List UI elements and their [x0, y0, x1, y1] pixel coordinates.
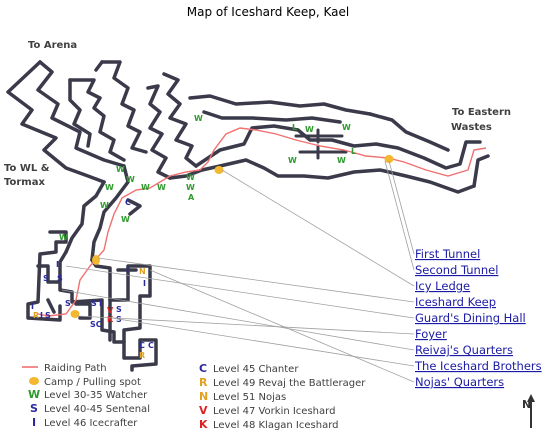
svg-text:W: W [194, 114, 203, 123]
svg-text:W: W [342, 123, 351, 132]
svg-text:W: W [186, 183, 195, 192]
legend-watcher-mark: W [28, 388, 40, 401]
legend-sentenal-mark: S [30, 402, 38, 415]
legend-right: C Level 45 Chanter R Level 49 Revaj the … [199, 362, 366, 431]
legend-vorkin-label: Level 47 Vorkin Iceshard [213, 406, 335, 417]
region-arena: To Arena [28, 40, 77, 51]
svg-text:W: W [105, 183, 114, 192]
compass-arrowhead-icon [527, 394, 535, 402]
svg-text:W: W [157, 183, 166, 192]
location-second-tunnel[interactable]: Second Tunnel [415, 263, 498, 277]
region-wl-line1: To WL & [4, 163, 50, 174]
svg-text:W: W [337, 156, 346, 165]
nojas-marker: N [139, 267, 146, 276]
raiding-path [37, 127, 487, 317]
klagan-marker: K [107, 315, 114, 324]
svg-text:W: W [288, 156, 297, 165]
legend-revaj-label: Level 49 Revaj the Battlerager [213, 378, 366, 389]
svg-text:I: I [143, 279, 146, 288]
camp-foyer [70, 310, 80, 318]
svg-text:S: S [57, 274, 63, 283]
ledge-a-marker: A [188, 193, 195, 202]
leader-lines [61, 160, 415, 383]
svg-text:L: L [292, 123, 297, 132]
legend-camp-label: Camp / Pulling spot [44, 377, 141, 388]
location-nojas-quarters[interactable]: Nojas' Quarters [415, 375, 504, 389]
svg-text:W: W [121, 215, 130, 224]
svg-text:W: W [59, 233, 68, 242]
legend-nojas-mark: N [199, 390, 208, 403]
svg-text:I: I [56, 260, 59, 269]
svg-text:W: W [126, 175, 135, 184]
svg-text:C: C [139, 341, 145, 350]
location-iceshard-brothers[interactable]: The Iceshard Brothers [414, 359, 542, 373]
legend-icecrafter-label: Level 46 Icecrafter [44, 418, 138, 429]
vorkin-marker: V [107, 306, 114, 315]
legend-revaj-mark: R [199, 376, 208, 389]
legend-klagan-label: Level 48 Klagan Iceshard [213, 420, 339, 431]
location-icy-ledge[interactable]: Icy Ledge [415, 279, 470, 293]
revaj-marker: R [139, 351, 145, 360]
revaj-marker-2: R [33, 311, 39, 320]
camp-icy-ledge [214, 166, 224, 174]
svg-text:C: C [125, 198, 131, 207]
legend-vorkin-mark: V [199, 404, 208, 417]
legend-watcher-label: Level 30-35 Watcher [44, 390, 148, 401]
svg-text:C: C [148, 341, 154, 350]
svg-text:I: I [40, 311, 43, 320]
svg-text:S: S [91, 299, 97, 308]
svg-text:I: I [99, 299, 102, 308]
region-eastern-line1: To Eastern [452, 107, 511, 118]
legend-sentenal-label: Level 40-45 Sentenal [44, 404, 150, 415]
legend-left: Raiding Path Camp / Pulling spot W Level… [22, 363, 150, 429]
svg-text:SC: SC [90, 320, 102, 329]
location-iceshard-keep[interactable]: Iceshard Keep [415, 295, 496, 309]
blue-markers: S I S I S S S I S S SC I I C C C I [31, 198, 154, 350]
camp-iceshard-keep [92, 255, 100, 265]
legend-klagan-mark: K [199, 418, 208, 431]
watcher-markers: W W W W W W W W W W W W W W W [59, 114, 351, 242]
legend-camp-swatch [29, 377, 39, 385]
svg-text:I: I [31, 302, 34, 311]
mob-markers: W W W W W W W W W W W W W W W L L A S I … [31, 114, 356, 360]
svg-text:S: S [116, 305, 122, 314]
svg-text:W: W [305, 125, 314, 134]
svg-text:W: W [100, 201, 109, 210]
svg-text:W: W [141, 183, 150, 192]
compass: N [522, 394, 535, 428]
location-foyer[interactable]: Foyer [415, 327, 447, 341]
region-eastern-line2: Wastes [451, 122, 492, 133]
camp-spots [70, 155, 394, 318]
watcher-l-markers: L L [292, 123, 356, 156]
location-links[interactable]: First Tunnel Second Tunnel Icy Ledge Ice… [414, 247, 542, 389]
svg-text:S: S [45, 311, 51, 320]
legend-nojas-label: Level 51 Nojas [213, 392, 286, 403]
location-reivajs-quarters[interactable]: Reivaj's Quarters [415, 343, 513, 357]
region-wl-line2: Tormax [4, 177, 45, 188]
svg-text:S: S [65, 299, 71, 308]
svg-text:W: W [186, 173, 195, 182]
map-title: Map of Iceshard Keep, Kael [187, 5, 349, 19]
location-guards-dining-hall[interactable]: Guard's Dining Hall [415, 311, 526, 325]
location-first-tunnel[interactable]: First Tunnel [415, 247, 480, 261]
legend-path-label: Raiding Path [44, 363, 107, 374]
compass-letter: N [522, 398, 531, 411]
legend-chanter-mark: C [199, 362, 207, 375]
map-walls [6, 60, 490, 372]
legend-chanter-label: Level 45 Chanter [213, 364, 299, 375]
svg-text:I: I [126, 266, 129, 275]
svg-text:W: W [116, 165, 125, 174]
svg-text:S: S [43, 274, 49, 283]
svg-text:L: L [351, 147, 356, 156]
camp-first-tunnel [384, 155, 394, 163]
legend-icecrafter-mark: I [32, 416, 36, 429]
